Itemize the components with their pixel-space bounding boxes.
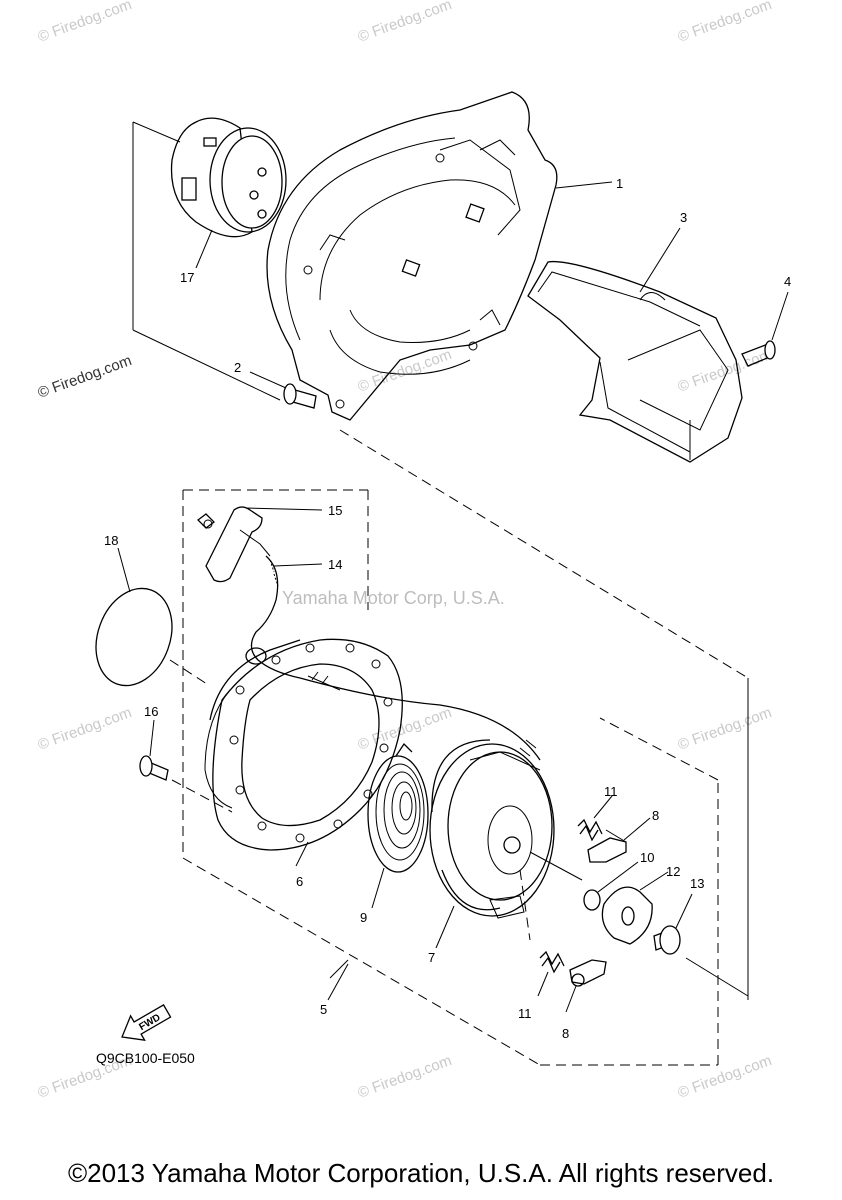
callout-15: 15 (328, 503, 342, 518)
callout-11-lower: 11 (518, 1006, 532, 1021)
part-1-housing (266, 91, 558, 421)
callout-12: 12 (666, 864, 680, 879)
callout-11-upper: 11 (604, 784, 618, 799)
callout-10: 10 (640, 850, 654, 865)
fwd-arrow-icon: FWD (121, 1004, 172, 1041)
callout-2: 2 (234, 360, 241, 375)
callout-3: 3 (680, 210, 687, 225)
callout-9: 9 (360, 910, 367, 925)
upper-guide-lines (132, 121, 749, 1000)
part-2-bolt (283, 383, 317, 409)
watermark: © Firedog.com (356, 704, 454, 754)
callout-16: 16 (144, 704, 158, 719)
watermark: © Firedog.com (676, 0, 774, 46)
lower-assembly-box (182, 489, 719, 1066)
callout-5: 5 (320, 1002, 327, 1017)
watermark: © Firedog.com (356, 0, 454, 46)
part-11-spring-upper (577, 818, 603, 842)
watermark-yamaha: Yamaha Motor Corp, U.S.A. (282, 588, 505, 608)
watermark: © Firedog.com (36, 352, 134, 402)
watermark: © Firedog.com (36, 704, 134, 754)
callout-7: 7 (428, 950, 435, 965)
part-13-screw (653, 925, 681, 955)
part-10-ring (583, 889, 601, 911)
part-9-spring (367, 742, 429, 873)
callout-18: 18 (104, 533, 118, 548)
diagram-code: Q9CB100-E050 (96, 1050, 195, 1066)
callout-8-upper: 8 (652, 808, 659, 823)
part-18-gasket (95, 587, 173, 687)
part-3-duct (527, 260, 743, 463)
part-15-handle (197, 506, 271, 583)
callout-17: 17 (180, 270, 194, 285)
part-6-starter-case (204, 638, 403, 851)
copyright-notice: ©2013 Yamaha Motor Corporation, U.S.A. A… (67, 1158, 775, 1188)
part-11-spring-lower (539, 950, 565, 974)
callout-1: 1 (616, 176, 623, 191)
callout-4: 4 (784, 274, 791, 289)
watermark: © Firedog.com (676, 1052, 774, 1102)
part-16-bolt (139, 755, 169, 781)
fwd-label: FWD (137, 1012, 162, 1033)
callout-14: 14 (328, 557, 342, 572)
part-12-plate (601, 886, 653, 945)
watermark: © Firedog.com (676, 346, 774, 396)
callout-8-lower: 8 (562, 1026, 569, 1041)
watermark: © Firedog.com (36, 0, 134, 46)
watermark: © Firedog.com (356, 1052, 454, 1102)
part-4-bolt (741, 340, 776, 367)
watermark: © Firedog.com (676, 704, 774, 754)
part-8-pawl-upper (587, 829, 627, 863)
part-14-rope (245, 555, 541, 761)
callout-13: 13 (690, 876, 704, 891)
part-7-pulley (429, 739, 555, 919)
part-8-pawl-lower (569, 959, 607, 987)
callout-6: 6 (296, 874, 303, 889)
part-17-cap (170, 117, 287, 238)
